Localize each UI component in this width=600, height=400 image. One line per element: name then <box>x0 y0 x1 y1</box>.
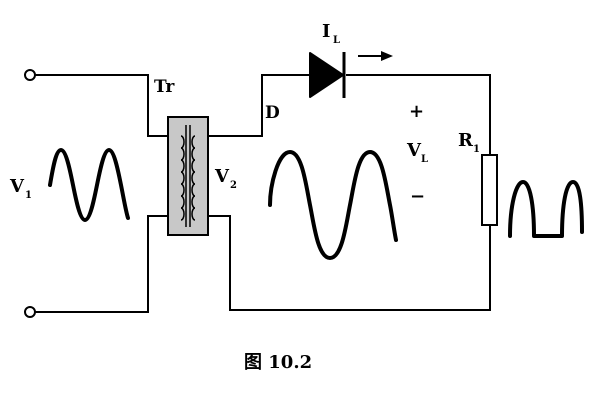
diode-symbol <box>309 52 346 98</box>
input-terminal-top <box>24 69 36 81</box>
v1-label: V <box>9 176 25 197</box>
vl-label-subscript: L <box>421 154 428 165</box>
figure-caption: 图 10.2 <box>244 352 312 373</box>
transformer-symbol <box>167 116 209 236</box>
v1-label-subscript: 1 <box>25 190 32 201</box>
input-terminal-bottom <box>24 306 36 318</box>
secondary-wire-top <box>208 74 310 137</box>
primary-wire-bottom <box>35 215 168 313</box>
diode-label: D <box>265 103 280 123</box>
output-wire-top <box>346 74 491 155</box>
transformer-label: Tr <box>154 77 175 97</box>
current-label-subscript: L <box>333 35 340 46</box>
v2-label: V <box>214 166 230 187</box>
secondary-waveform-v2 <box>268 150 398 260</box>
resistor-label-subscript: 1 <box>473 144 480 155</box>
resistor-symbol <box>481 154 498 226</box>
secondary-wire-bottom <box>208 215 491 311</box>
primary-wire-top <box>35 74 168 137</box>
v2-label-subscript: 2 <box>230 180 237 191</box>
current-direction-arrow <box>358 51 393 61</box>
resistor-label: R <box>458 130 474 151</box>
current-label: I <box>322 21 330 42</box>
output-waveform-vr <box>508 180 584 238</box>
plus-sign: + <box>409 101 424 122</box>
vl-label: V <box>406 140 422 161</box>
input-waveform-v1 <box>48 148 130 222</box>
minus-sign: − <box>410 186 425 207</box>
